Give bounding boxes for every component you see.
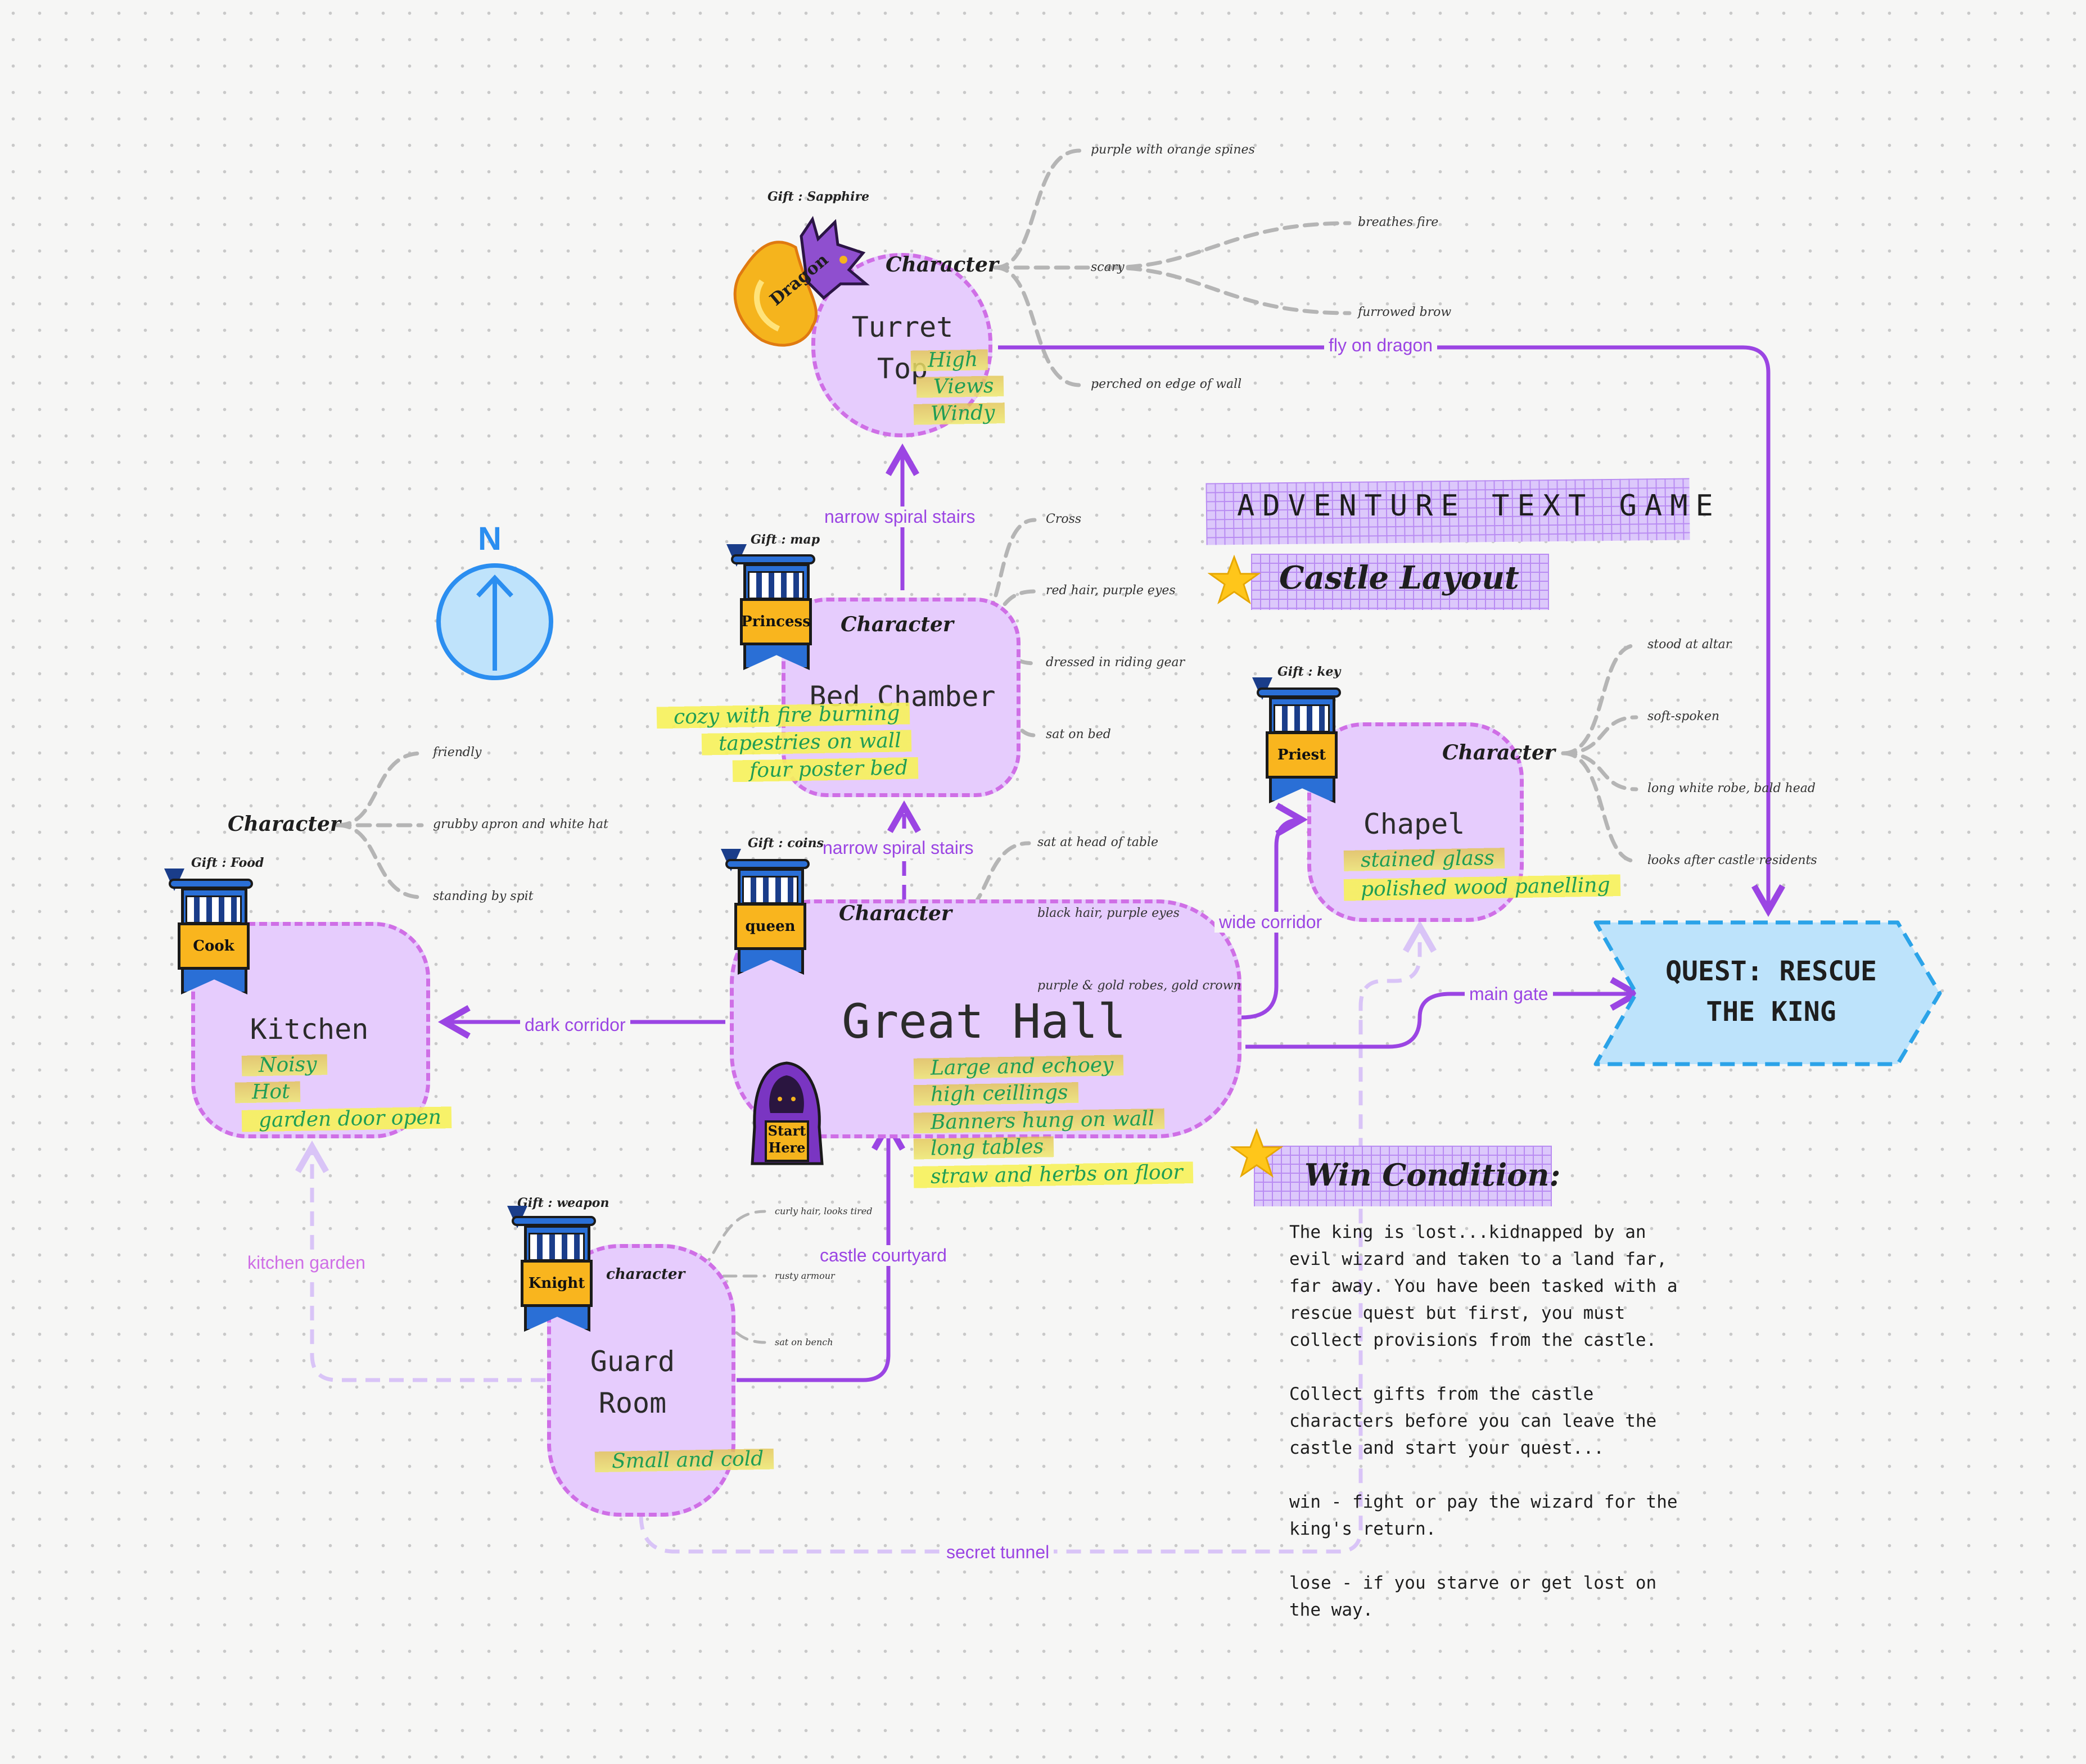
win-description: The king is lost...kidnapped by an evil … bbox=[1289, 1222, 1678, 1620]
character-label: Character bbox=[841, 613, 954, 636]
connector-label: wide corridor bbox=[1214, 912, 1327, 933]
trait: long white robe, bald head bbox=[1647, 781, 1816, 795]
character-label: Character bbox=[886, 253, 999, 277]
trait: rusty armour bbox=[775, 1270, 835, 1281]
connector-label: kitchen garden bbox=[243, 1252, 370, 1273]
character-name: Knight bbox=[521, 1260, 593, 1307]
room-note: high ceillings bbox=[913, 1079, 1078, 1109]
trait: red hair, purple eyes bbox=[1046, 584, 1176, 598]
character-label: Character bbox=[1442, 741, 1555, 765]
room-note: Noisy bbox=[241, 1051, 327, 1079]
trait: black hair, purple eyes bbox=[1037, 906, 1180, 920]
north-arrow-icon bbox=[436, 563, 553, 680]
character-name: queen bbox=[734, 903, 806, 950]
trait: perched on edge of wall bbox=[1091, 377, 1242, 391]
trait: purple & gold robes, gold crown bbox=[1037, 979, 1241, 993]
dragon-icon: Dragon bbox=[733, 216, 870, 347]
quest-label[interactable]: QUEST: RESCUE THE KING bbox=[1665, 956, 1877, 1028]
start-here-label[interactable]: Start Here bbox=[767, 1123, 806, 1156]
trait: sat on bench bbox=[775, 1337, 833, 1347]
room-title-chapel: Chapel bbox=[1363, 808, 1465, 840]
room-note: Large and echoey bbox=[913, 1052, 1124, 1082]
character-name: Princess bbox=[740, 598, 812, 645]
room-kitchen[interactable] bbox=[191, 922, 430, 1138]
trait: looks after castle residents bbox=[1647, 853, 1817, 867]
trait: breathes fire bbox=[1358, 215, 1439, 229]
room-note: Small and cold bbox=[594, 1446, 774, 1475]
trait: friendly bbox=[433, 745, 482, 759]
character-name: Cook bbox=[178, 922, 250, 970]
connector-label: narrow spiral stairs bbox=[820, 506, 980, 527]
compass-label: N bbox=[478, 521, 502, 557]
room-note: long tables bbox=[913, 1133, 1054, 1163]
character-label: Character bbox=[839, 902, 952, 925]
star-icon bbox=[1230, 1128, 1283, 1178]
hooded-figure-icon bbox=[751, 1061, 824, 1165]
quest-shape bbox=[1593, 920, 1942, 1066]
character-label: character bbox=[606, 1266, 685, 1283]
trait: curly hair, looks tired bbox=[775, 1206, 873, 1216]
room-title-kitchen: Kitchen bbox=[250, 1013, 369, 1046]
gift-label: Gift : Sapphire bbox=[767, 189, 870, 204]
priest-banner-icon: Priest bbox=[1252, 677, 1341, 807]
connector-label: castle courtyard bbox=[815, 1245, 951, 1266]
room-connectors bbox=[437, 345, 1785, 1382]
subtitle-strip bbox=[1251, 554, 1549, 610]
trait: dressed in riding gear bbox=[1046, 655, 1185, 670]
trait: soft-spoken bbox=[1647, 709, 1720, 723]
page-subtitle: Castle Layout bbox=[1279, 559, 1519, 596]
trait: scary bbox=[1091, 260, 1125, 274]
trait: sat at head of table bbox=[1037, 835, 1159, 849]
trait: purple with orange spines bbox=[1091, 143, 1255, 157]
connector-label: dark corridor bbox=[520, 1015, 630, 1035]
gift-label: Gift : coins bbox=[748, 836, 824, 851]
gift-label: Gift : key bbox=[1277, 664, 1341, 679]
trait: sat on bed bbox=[1046, 727, 1111, 741]
character-name: Priest bbox=[1266, 731, 1338, 779]
room-title-great: Great Hall bbox=[842, 994, 1126, 1049]
hidden-paths bbox=[295, 920, 1437, 1554]
connector-label: secret tunnel bbox=[942, 1542, 1054, 1563]
gift-label: Gift : Food bbox=[191, 856, 264, 870]
trait: grubby apron and white hat bbox=[433, 817, 608, 831]
win-heading: Win Condition: bbox=[1304, 1157, 1561, 1193]
connector-label: fly on dragon bbox=[1324, 335, 1438, 356]
room-note: straw and herbs on floor bbox=[913, 1159, 1193, 1191]
room-title-turret: Turret Top bbox=[851, 311, 954, 385]
connector-label: main gate bbox=[1465, 984, 1553, 1005]
connector-label: narrow spiral stairs bbox=[818, 838, 978, 858]
room-note: stained glass bbox=[1343, 845, 1505, 874]
trait: furrowed brow bbox=[1358, 305, 1452, 319]
room-note: High bbox=[910, 346, 988, 374]
gift-label: Gift : weapon bbox=[517, 1196, 609, 1210]
room-note: four poster bed bbox=[732, 755, 919, 784]
cook-banner-icon: Cook bbox=[164, 869, 253, 998]
queen-banner-icon: queen bbox=[721, 849, 810, 978]
room-note: Views bbox=[916, 373, 1004, 401]
room-note: polished wood panelling bbox=[1343, 872, 1620, 903]
character-label: Character bbox=[228, 812, 341, 836]
room-title-guard: Guard Room bbox=[590, 1345, 675, 1419]
page-title: ADVENTURE TEXT GAME bbox=[1237, 489, 1721, 523]
win-strip bbox=[1254, 1146, 1552, 1206]
room-note: tapestries on wall bbox=[701, 727, 912, 758]
room-note: Windy bbox=[913, 400, 1005, 428]
trait: stood at altar bbox=[1647, 637, 1732, 652]
room-note: Hot bbox=[234, 1078, 300, 1106]
princess-banner-icon: Princess bbox=[726, 544, 815, 673]
star-icon bbox=[1208, 554, 1261, 605]
room-note: cozy with fire burning bbox=[656, 700, 910, 731]
trait: standing by spit bbox=[433, 889, 534, 903]
room-note: Banners hung on wall bbox=[913, 1106, 1165, 1136]
trait: Cross bbox=[1046, 512, 1082, 526]
knight-banner-icon: Knight bbox=[507, 1206, 596, 1335]
room-note: garden door open bbox=[241, 1104, 452, 1134]
gift-label: Gift : map bbox=[751, 532, 820, 547]
